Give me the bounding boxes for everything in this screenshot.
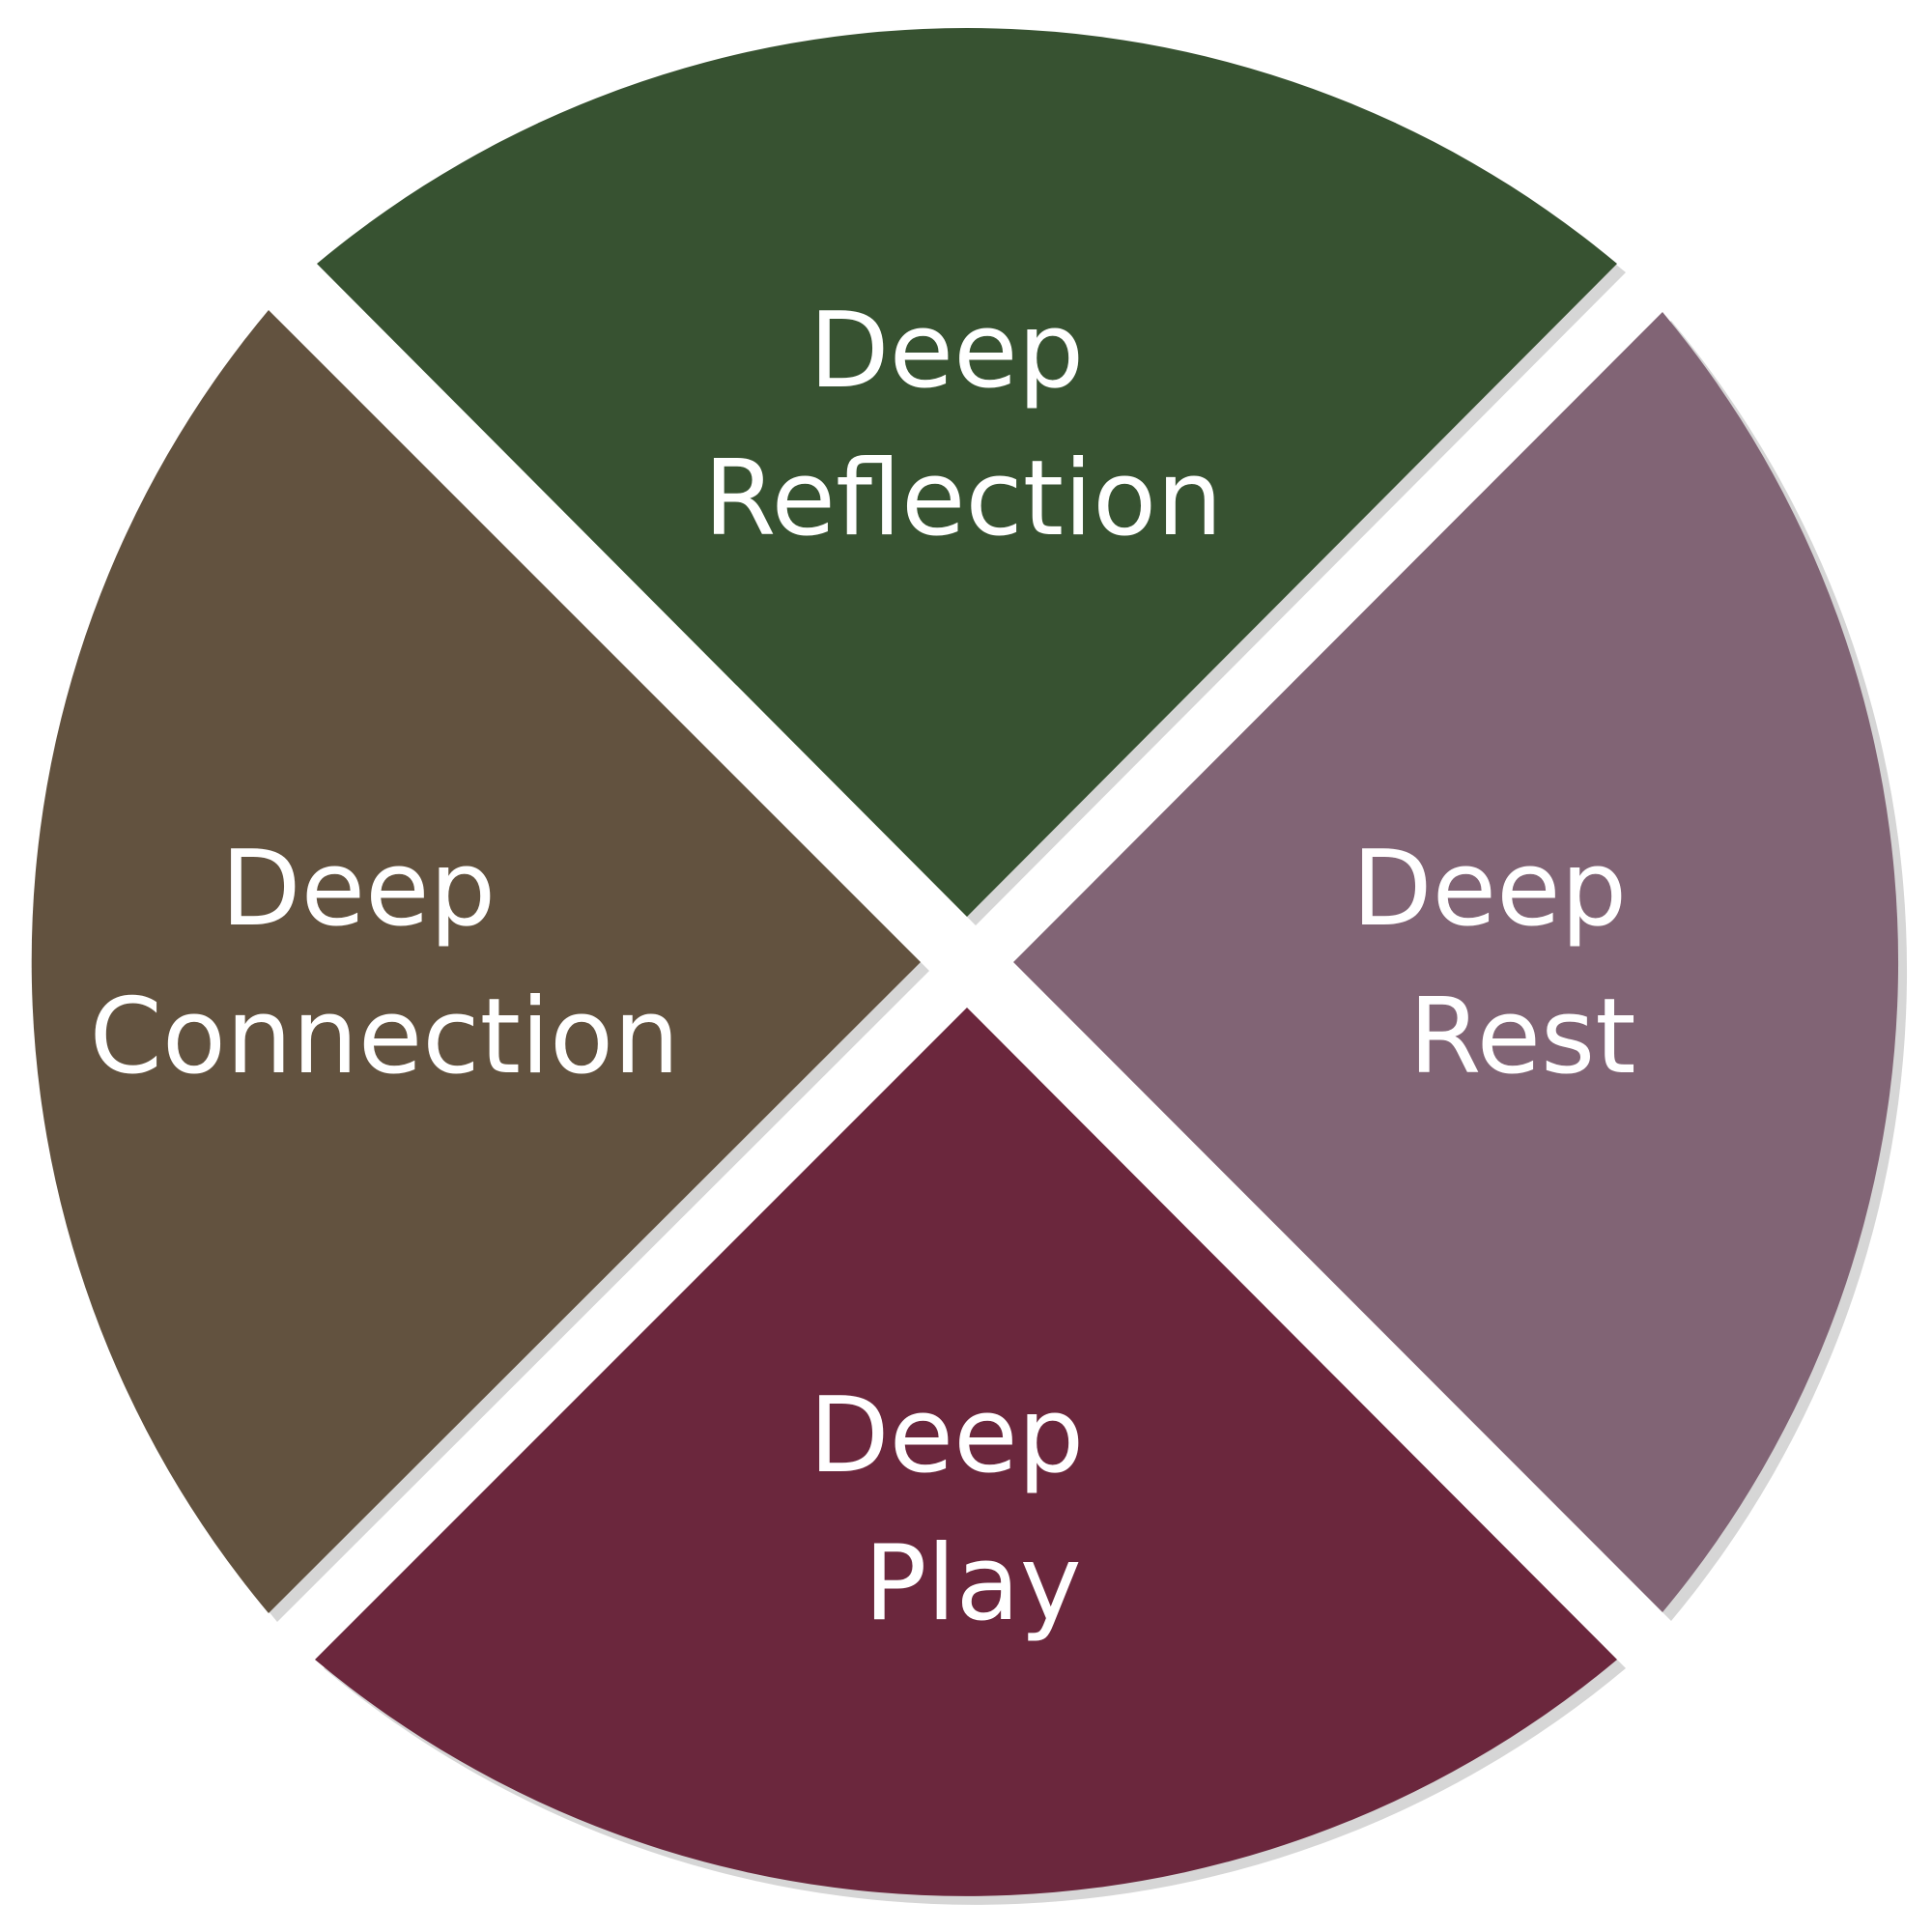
- label-reflection: Deep Reflection: [703, 291, 1222, 559]
- label-connection-line2: Connection: [89, 977, 679, 1097]
- label-reflection-line2: Reflection: [703, 439, 1222, 559]
- label-connection-line1: Deep: [221, 829, 497, 950]
- label-rest-line1: Deep: [1352, 829, 1628, 950]
- label-rest-line2: Rest: [1408, 977, 1635, 1097]
- segment-deep-rest: [1013, 312, 1899, 1612]
- label-play-line1: Deep: [810, 1376, 1085, 1496]
- label-rest: Deep Rest: [1352, 829, 1661, 1097]
- segment-deep-play: [315, 1008, 1617, 1896]
- segment-deep-connection: [31, 310, 922, 1613]
- label-reflection-line1: Deep: [810, 291, 1085, 412]
- label-connection: Deep Connection: [89, 829, 679, 1097]
- segment-deep-reflection: [317, 27, 1617, 918]
- label-play-line2: Play: [864, 1523, 1081, 1644]
- label-play: Deep Play: [810, 1376, 1118, 1644]
